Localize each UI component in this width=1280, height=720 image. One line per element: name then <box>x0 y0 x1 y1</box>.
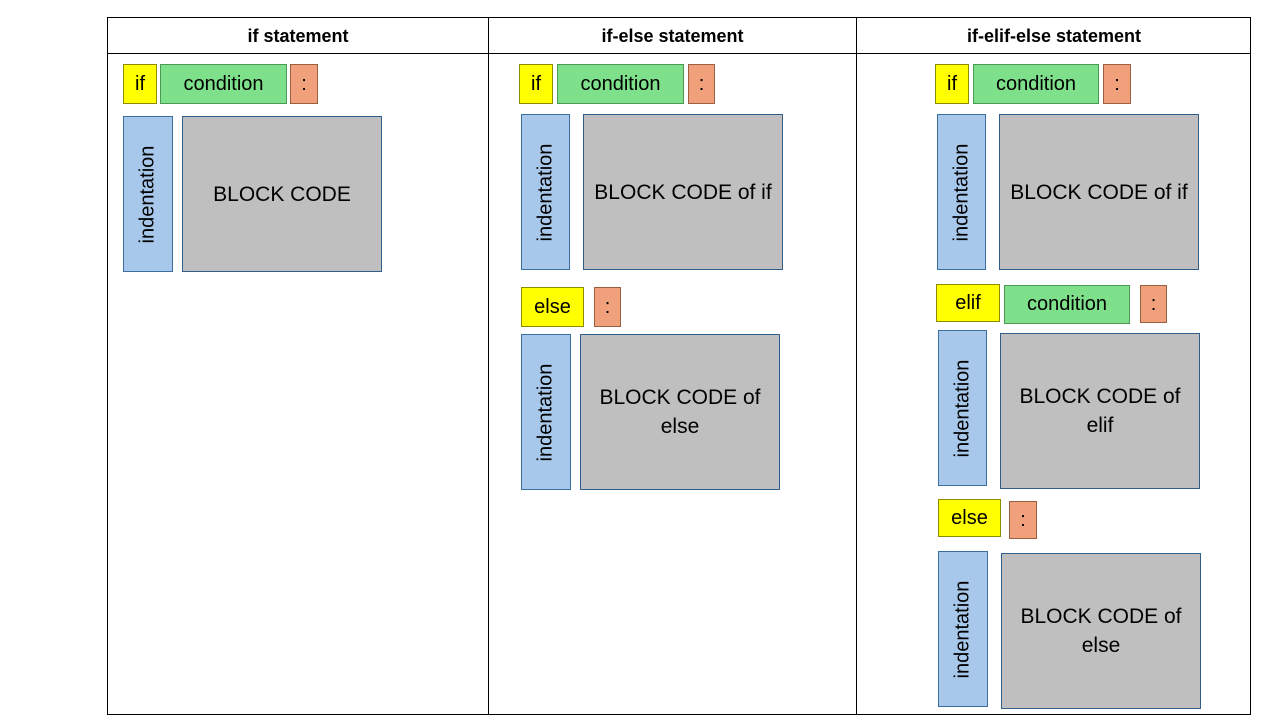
block-code: BLOCK CODE <box>182 116 382 272</box>
colon-box: : <box>688 64 715 104</box>
indentation-label: indentation <box>951 359 973 457</box>
table-frame <box>107 17 1251 715</box>
condition-box: condition <box>973 64 1099 104</box>
column-title-if-else: if-else statement <box>601 26 744 46</box>
indentation-bar: indentation <box>521 334 571 490</box>
else-keyword: else <box>521 287 584 327</box>
column-title-if: if statement <box>247 26 349 46</box>
block-code-if: BLOCK CODE of if <box>999 114 1199 270</box>
indentation-label: indentation <box>950 143 972 241</box>
column-divider-1 <box>488 17 489 715</box>
block-code-elif: BLOCK CODE of elif <box>1000 333 1200 489</box>
column-divider-2 <box>856 17 857 715</box>
condition-box: condition <box>160 64 287 104</box>
indentation-bar: indentation <box>937 114 986 270</box>
else-keyword: else <box>938 499 1001 537</box>
block-code-else: BLOCK CODE of else <box>580 334 780 490</box>
condition-box: condition <box>557 64 684 104</box>
condition-box: condition <box>1004 285 1130 324</box>
block-code-else: BLOCK CODE of else <box>1001 553 1201 709</box>
header-divider <box>107 53 1251 54</box>
colon-box: : <box>1103 64 1131 104</box>
indentation-bar: indentation <box>521 114 570 270</box>
indentation-bar: indentation <box>938 330 987 486</box>
indentation-label: indentation <box>534 143 556 241</box>
colon-box: : <box>1009 501 1037 539</box>
if-keyword: if <box>935 64 969 104</box>
elif-keyword: elif <box>936 284 1000 322</box>
indentation-label: indentation <box>951 580 974 678</box>
if-keyword: if <box>519 64 553 104</box>
indentation-bar: indentation <box>938 551 988 707</box>
column-title-if-elif-else: if-elif-else statement <box>966 26 1142 46</box>
colon-box: : <box>290 64 318 104</box>
colon-box: : <box>1140 285 1167 323</box>
indentation-bar: indentation <box>123 116 173 272</box>
colon-box: : <box>594 287 621 327</box>
block-code-if: BLOCK CODE of if <box>583 114 783 270</box>
if-keyword: if <box>123 64 157 104</box>
indentation-label: indentation <box>136 145 159 243</box>
indentation-label: indentation <box>534 363 557 461</box>
